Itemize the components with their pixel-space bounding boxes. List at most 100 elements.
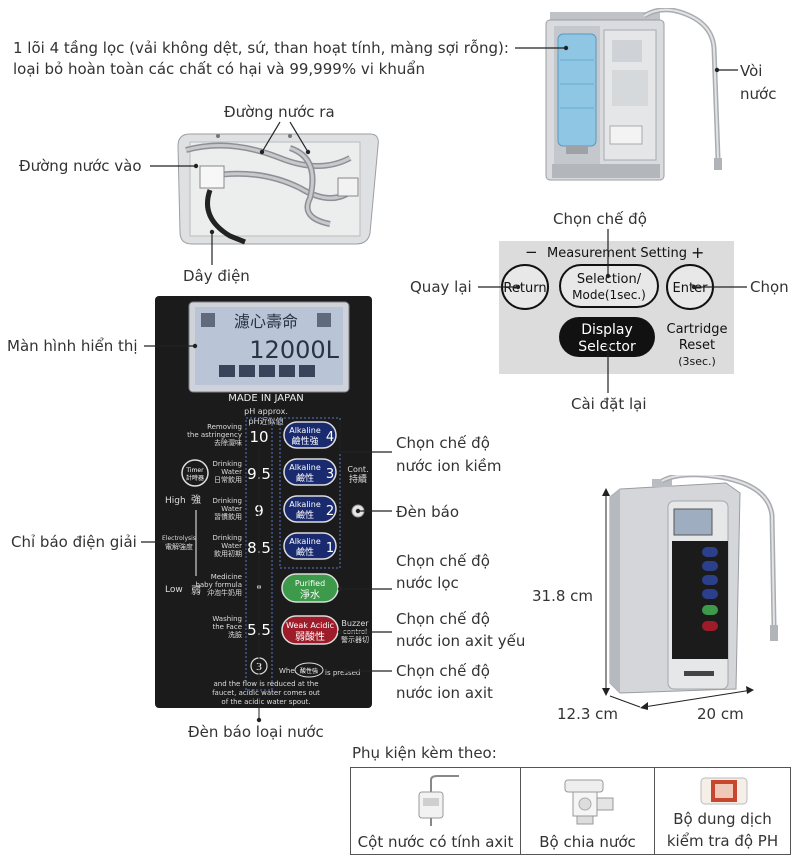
control-panel-art: 濾心壽命 12000L MADE IN JAPAN pH approx. pH近…: [162, 301, 369, 706]
alkaline-3-button[interactable]: Alkaline 鹼性 3: [283, 458, 337, 486]
svg-text:習慣飲用: 習慣飲用: [214, 512, 242, 521]
row-alkaline-4: Removing the astringency 去除澀味 10 Alkalin…: [187, 421, 337, 449]
svg-text:Purified: Purified: [295, 579, 325, 588]
indicator-lamp: [351, 504, 365, 518]
return-button-label: Return: [503, 281, 546, 296]
water-in-label: Đường nước vào: [19, 157, 142, 175]
svg-text:酸性強: 酸性強: [300, 667, 318, 675]
row-alkaline-2: Drinking Water 習慣飲用 9 Alkaline 鹼性 2: [212, 495, 337, 523]
accessory-acid-spout: Cột nước có tính axit: [350, 767, 521, 855]
settings-reset-label: Cài đặt lại: [571, 395, 647, 413]
svg-text:Washing: Washing: [212, 615, 242, 623]
acid-label-line2: nước ion axit: [396, 684, 493, 702]
accessory-ph-kit-name-line1: Bộ dung dịch: [673, 810, 772, 828]
electrolysis-line2: 電解強度: [165, 542, 193, 551]
ph-test-kit-icon: [700, 777, 748, 805]
row-alkaline-3: Drinking Water 日常飲用 9.5 Alkaline 鹼性 3: [212, 458, 337, 486]
alkaline-2-button[interactable]: Alkaline 鹼性 2: [283, 495, 337, 523]
accessory-diverter: Bộ chia nước: [520, 767, 655, 855]
svg-text:去除澀味: 去除澀味: [214, 438, 242, 447]
note-line3: faucet, acidic water comes out: [212, 689, 320, 697]
display-button-line2: Selector: [578, 339, 636, 355]
weak-acid-button[interactable]: Weak Acidic 弱酸性: [281, 615, 339, 645]
water-type-light-label: Đèn báo loại nước: [188, 723, 324, 741]
mode-select-label: Chọn chế độ: [553, 210, 647, 228]
svg-text:the astringency: the astringency: [187, 431, 242, 439]
purified-label-line1: Chọn chế độ: [396, 552, 490, 570]
faucet-label-line1: Vòi: [740, 62, 763, 80]
svg-text:Alkaline: Alkaline: [289, 537, 321, 546]
note-when: When: [279, 667, 299, 675]
width-label: 20 cm: [697, 705, 744, 723]
selection-button-line2: Mode(1sec.): [572, 288, 646, 302]
low-kanji: 弱: [191, 585, 201, 597]
return-button[interactable]: Return: [501, 264, 549, 310]
svg-text:Alkaline: Alkaline: [289, 426, 321, 435]
svg-text:Weak Acidic: Weak Acidic: [286, 621, 334, 630]
svg-text:2: 2: [326, 504, 334, 519]
row-weak-acid: Washing the Face 洗臉 5.5 Weak Acidic 弱酸性: [212, 615, 339, 645]
electrolysis-line1: Electrolysis: [162, 535, 196, 542]
acid-spout-icon: [418, 775, 459, 826]
svg-text:Alkaline: Alkaline: [289, 463, 321, 472]
measurement-setting-panel: − Measurement Setting + Return Selection…: [499, 241, 734, 374]
svg-text:Water: Water: [221, 505, 242, 513]
choose-label: Chọn: [750, 278, 789, 296]
display-button-line1: Display: [581, 322, 633, 338]
alkaline-1-button[interactable]: Alkaline 鹼性 1: [283, 532, 337, 560]
alkaline-4-button[interactable]: Alkaline 鹼性強 4: [283, 421, 337, 449]
note-line2: and the flow is reduced at the: [213, 680, 318, 688]
buzzer-line1: Buzzer: [341, 619, 369, 628]
made-in-japan: MADE IN JAPAN: [228, 393, 304, 404]
device-front-image: [609, 475, 778, 694]
purified-button[interactable]: Purified 淨水: [281, 573, 339, 603]
dimension-lines: [602, 488, 754, 710]
svg-text:弱酸性: 弱酸性: [295, 630, 325, 643]
svg-text:Timer: Timer: [185, 467, 204, 474]
timer-button[interactable]: Timer 計時器: [181, 459, 209, 487]
svg-text:8.5: 8.5: [247, 539, 271, 557]
device-interior-image: [545, 8, 722, 181]
back-label: Quay lại: [410, 278, 472, 296]
note-number: 3: [256, 662, 262, 673]
cartridge-line1: Cartridge: [667, 322, 728, 337]
panel-plus: +: [691, 243, 704, 262]
svg-text:Drinking: Drinking: [212, 497, 242, 505]
svg-text:鹼性: 鹼性: [296, 509, 314, 521]
svg-text:計時器: 計時器: [186, 474, 204, 482]
buzzer-line3: 警示器切: [341, 635, 369, 644]
svg-text:日常飲用: 日常飲用: [214, 475, 242, 484]
buzzer-line2: control: [343, 628, 367, 636]
svg-text:4: 4: [326, 430, 334, 445]
depth-label: 12.3 cm: [557, 705, 619, 723]
accessory-ph-kit-name-line2: kiểm tra độ PH: [666, 832, 779, 850]
water-diverter-icon: [564, 779, 614, 825]
selection-mode-button[interactable]: Selection/ Mode(1sec.): [559, 264, 659, 308]
cont-line1: Cont.: [347, 465, 368, 474]
purified-label-line2: nước lọc: [396, 574, 459, 592]
electrolysis-indicator-label: Chỉ báo điện giải: [11, 533, 137, 551]
row-purified: Medicine baby formula 沖泡牛奶用 Purified 淨水: [195, 573, 339, 603]
panel-title: Measurement Setting: [547, 246, 687, 261]
svg-text:9: 9: [254, 502, 264, 520]
svg-text:Drinking: Drinking: [212, 460, 242, 468]
display-selector-button[interactable]: Display Selector: [559, 317, 655, 357]
selection-button-line1: Selection/: [577, 272, 642, 287]
row-alkaline-1: Drinking Water 飲用初期 8.5 Alkaline 鹼性 1: [212, 532, 337, 560]
svg-text:5.5: 5.5: [247, 621, 271, 639]
svg-text:Water: Water: [221, 468, 242, 476]
weak-acid-label-line1: Chọn chế độ: [396, 610, 490, 628]
lcd-kanji: 濾心壽命: [234, 312, 298, 331]
svg-text:沖泡牛奶用: 沖泡牛奶用: [207, 588, 242, 597]
accessory-ph-kit: Bộ dung dịch kiểm tra độ PH: [654, 767, 791, 855]
high-label: High: [165, 496, 186, 506]
svg-text:9.5: 9.5: [247, 465, 271, 483]
filter-text-line1: 1 lõi 4 tầng lọc (vải không dệt, sứ, tha…: [13, 39, 509, 57]
svg-text:10: 10: [249, 428, 268, 446]
filter-text-line2: loại bỏ hoàn toàn các chất có hại và 99,…: [13, 60, 426, 78]
ph-approx-line2: pH近似値: [248, 416, 283, 426]
faucet-label-line2: nước: [740, 85, 777, 103]
svg-text:Water: Water: [221, 542, 242, 550]
enter-button[interactable]: Enter: [666, 264, 714, 310]
enter-button-label: Enter: [673, 281, 709, 296]
